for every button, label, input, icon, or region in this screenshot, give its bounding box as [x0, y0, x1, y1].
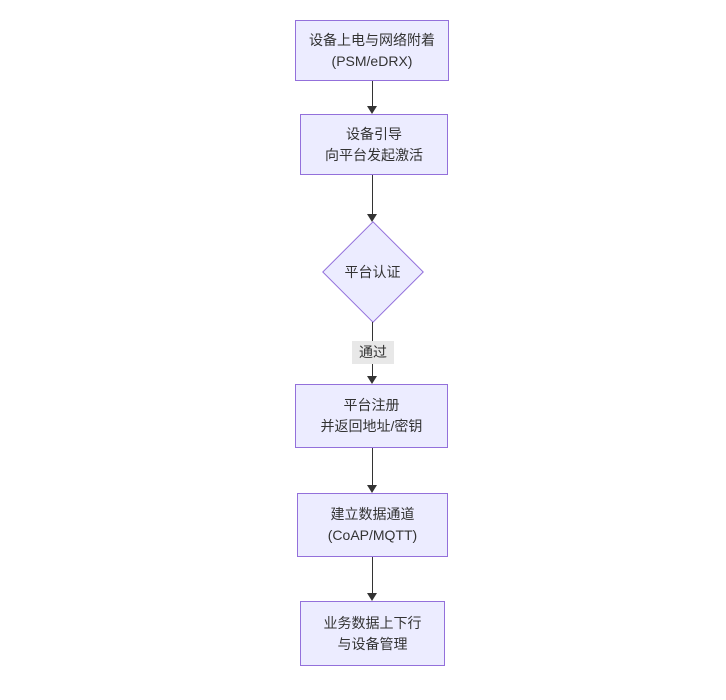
flow-node-data-channel: 建立数据通道 (CoAP/MQTT) — [297, 493, 448, 557]
flow-node-register: 平台注册 并返回地址/密钥 — [295, 384, 448, 448]
node-label-line: 平台注册 — [343, 397, 400, 413]
node-label-line: 并返回地址/密钥 — [320, 418, 423, 434]
edge-line — [372, 448, 373, 485]
edge-line — [372, 175, 373, 214]
arrowhead — [367, 106, 377, 114]
node-label-line: 与设备管理 — [337, 635, 408, 652]
decision-node-platform-auth: 平台认证 — [321, 221, 424, 323]
flow-node-bootstrap: 设备引导 向平台发起激活 — [300, 114, 448, 175]
node-label-line: 业务数据上下行 — [323, 614, 422, 631]
node-label-line: 设备引导 — [346, 125, 402, 142]
edge-line — [372, 557, 373, 593]
edge-line — [372, 81, 373, 106]
arrowhead — [367, 593, 377, 601]
node-label-line: 向平台发起激活 — [325, 146, 423, 163]
node-label-line: (PSM/eDRX) — [331, 52, 413, 69]
node-label-line: (CoAP/MQTT) — [327, 527, 418, 543]
flow-node-business-data: 业务数据上下行 与设备管理 — [300, 601, 445, 666]
node-label-line: 建立数据通道 — [330, 506, 415, 522]
arrowhead — [367, 214, 377, 222]
arrowhead — [367, 376, 377, 384]
node-label-line: 平台认证 — [344, 264, 401, 280]
arrowhead — [367, 485, 377, 493]
edge-label-pass: 通过 — [352, 341, 394, 364]
node-label-line: 设备上电与网络附着 — [309, 31, 435, 48]
flow-node-power-attach: 设备上电与网络附着 (PSM/eDRX) — [295, 20, 449, 81]
